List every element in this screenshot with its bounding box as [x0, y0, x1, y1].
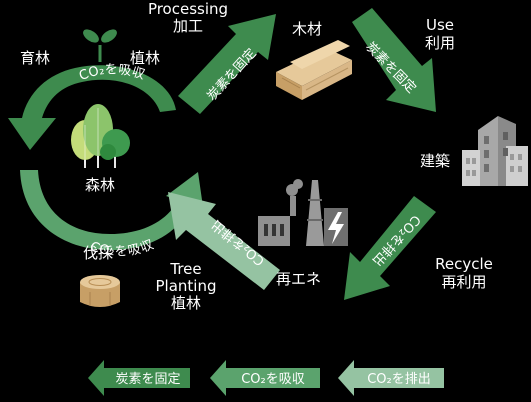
arc-upper-left	[8, 65, 176, 150]
legend-arrow-fix-carbon	[88, 360, 190, 396]
tree-icon	[71, 104, 130, 168]
label-forest: 森林	[84, 176, 115, 194]
legend-arrow-absorb	[210, 360, 320, 396]
arrow-fix-carbon-2	[352, 8, 436, 112]
legend-label-fix-carbon: 炭素を固定	[115, 372, 180, 387]
buildings-icon	[462, 116, 528, 186]
arc-lower	[20, 170, 204, 250]
label-building: 建築	[420, 152, 451, 170]
label-timber: 木材	[292, 20, 323, 38]
stump-icon	[80, 275, 120, 307]
label-recycle-en: Recycle	[435, 255, 493, 273]
label-recycle-jp: 再利用	[441, 273, 487, 291]
label-processing-en: Processing	[147, 0, 229, 18]
label-renewable: 再エネ	[276, 270, 322, 288]
label-processing-jp: 加工	[172, 17, 203, 35]
arrow-fix-carbon-1	[178, 14, 276, 114]
arrow-emit-right	[344, 196, 436, 300]
arrow-text-absorb-bottom: CO₂を吸収	[88, 238, 156, 260]
label-use-jp: 利用	[424, 34, 455, 52]
arrow-emit-left	[168, 192, 280, 290]
legend-label-emit: CO₂を排出	[367, 372, 431, 387]
legend-arrow-emit	[338, 360, 444, 396]
label-tree-planting-jp: 植林	[170, 294, 201, 312]
legend-label-absorb: CO₂を吸収	[241, 372, 305, 387]
wood-planks-icon	[276, 40, 352, 100]
arrow-text-absorb-top: CO₂を吸収	[77, 62, 147, 84]
label-felling: 伐採	[83, 244, 114, 262]
label-tree-planting-en-2: Planting	[155, 277, 217, 295]
sprout-icon	[83, 29, 117, 62]
label-nurture: 育林	[20, 49, 51, 67]
label-use-en: Use	[425, 16, 455, 34]
power-plant-icon	[258, 179, 348, 246]
label-tree-planting-en-1: Tree	[170, 260, 202, 278]
label-planting-top: 植林	[130, 49, 161, 67]
